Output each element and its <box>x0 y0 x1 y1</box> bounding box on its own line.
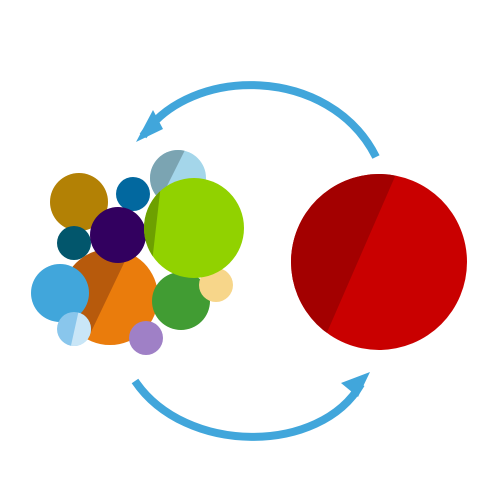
peach-circle <box>199 268 233 302</box>
bottom-cycle-arrow <box>131 378 365 441</box>
navy-blue-circle <box>116 177 150 211</box>
merged-red-circle <box>291 174 467 350</box>
sky-blue-circle <box>31 264 89 322</box>
top-cycle-arrow <box>139 81 380 159</box>
lavender-circle <box>129 321 163 355</box>
green-circle <box>152 272 210 330</box>
pale-blue-circle <box>57 312 91 346</box>
small-circles-cluster <box>31 150 244 355</box>
bottom-arrow-head-icon <box>341 372 370 397</box>
top-arrow-head-icon <box>136 110 163 142</box>
teal-circle <box>57 226 91 260</box>
mustard-circle <box>50 173 108 231</box>
purple-circle <box>90 207 146 263</box>
